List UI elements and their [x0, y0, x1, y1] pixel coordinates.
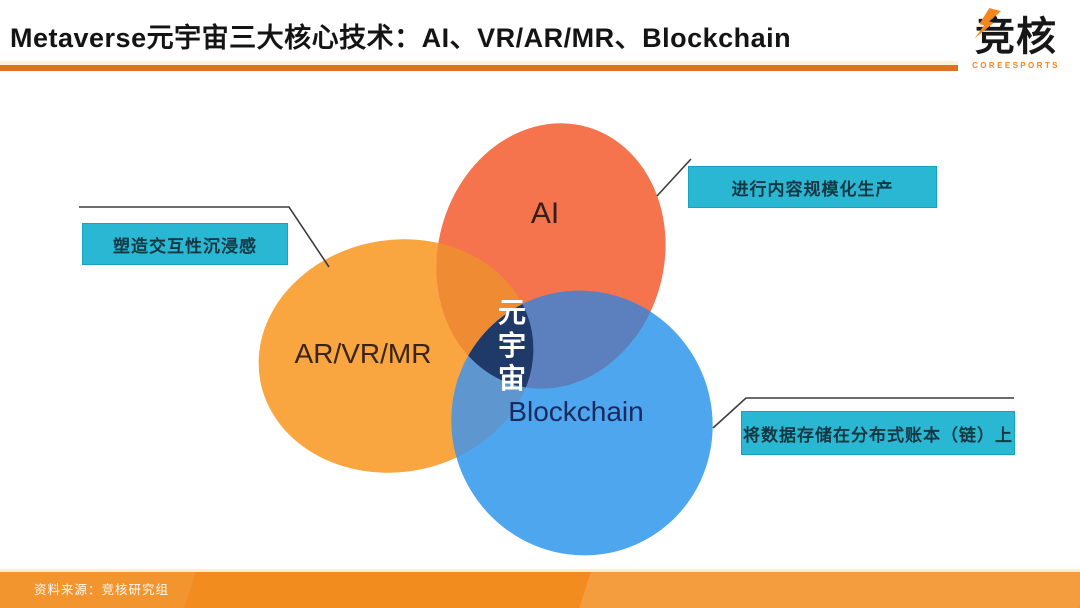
callout-blockchain: 将数据存储在分布式账本（链）上 — [741, 411, 1015, 455]
connector-ar-callout — [79, 206, 330, 268]
source-note: 资料来源：竞核研究组 — [34, 583, 170, 597]
brand-logo-tagline: COREESPORTS — [972, 61, 1060, 70]
callout-ar-vr-mr-text: 塑造交互性沉浸感 — [113, 236, 257, 256]
center-label-char-3: 宙 — [498, 362, 526, 394]
footer-bar: 资料来源：竞核研究组 — [0, 572, 1080, 608]
connector-bc-callout — [712, 397, 1014, 429]
label-blockchain: Blockchain — [508, 396, 643, 427]
callout-ar-vr-mr: 塑造交互性沉浸感 — [82, 223, 288, 265]
label-ar-vr-mr: AR/VR/MR — [295, 338, 432, 369]
page-title: Metaverse元宇宙三大核心技术：AI、VR/AR/MR、Blockchai… — [10, 23, 792, 53]
divider-orange-strip — [0, 65, 958, 71]
center-label-char-2: 宇 — [498, 330, 526, 361]
brand-logo: 竞核 COREESPORTS — [958, 8, 1074, 70]
divider-cream-strip — [0, 61, 958, 65]
connector-ai-callout — [656, 158, 692, 197]
center-label-char-1: 元 — [498, 297, 526, 328]
callout-ai: 进行内容规模化生产 — [688, 166, 937, 208]
callout-ai-text: 进行内容规模化生产 — [731, 179, 894, 199]
footer-top-line — [0, 569, 1080, 572]
label-ai: AI — [531, 197, 559, 230]
lightning-bolt-icon — [974, 8, 1002, 39]
header-divider — [0, 61, 958, 71]
callout-blockchain-text: 将数据存储在分布式账本（链）上 — [743, 425, 1013, 445]
footer-highlight-band — [579, 572, 1080, 608]
